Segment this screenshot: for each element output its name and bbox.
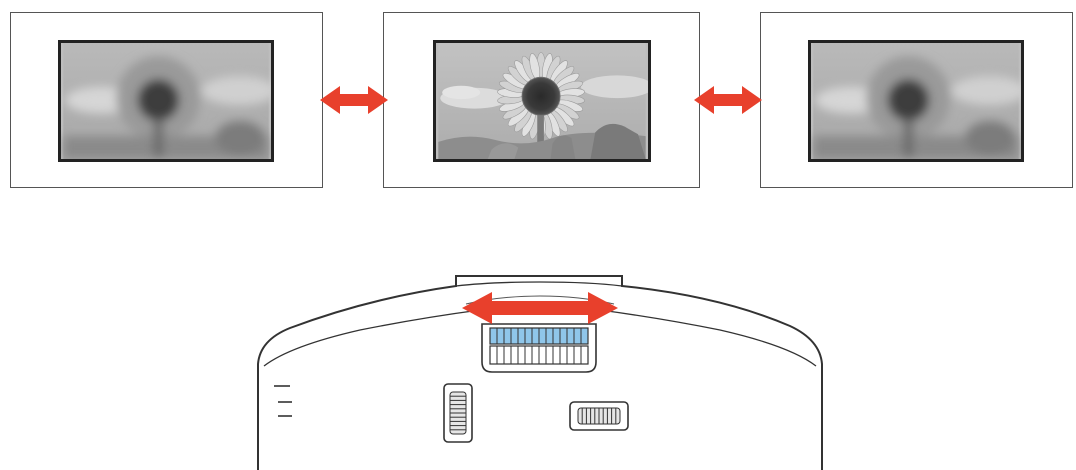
double-headed-arrow-icon — [462, 292, 618, 324]
zoom-ring-grooves — [489, 345, 589, 365]
projected-image-focused — [433, 40, 651, 162]
sunflower-image-focused — [438, 43, 648, 159]
sunflower-image-blurred — [63, 43, 271, 159]
panel-frame-center — [383, 12, 700, 188]
panel-frame-left — [10, 12, 323, 188]
focus-ring-icon — [489, 327, 589, 345]
double-headed-arrow-icon — [320, 86, 388, 114]
lens-shift-dial-vertical — [443, 383, 473, 443]
lens-shift-dial-horizontal — [569, 401, 629, 431]
double-headed-arrow-icon — [694, 86, 762, 114]
sunflower-image-blurred — [813, 43, 1021, 159]
panel-frame-right — [760, 12, 1073, 188]
projected-image-blurred-right — [808, 40, 1024, 162]
projector-top-view — [257, 275, 823, 470]
sunflower-petals — [497, 52, 585, 141]
projected-image-blurred-left — [58, 40, 274, 162]
